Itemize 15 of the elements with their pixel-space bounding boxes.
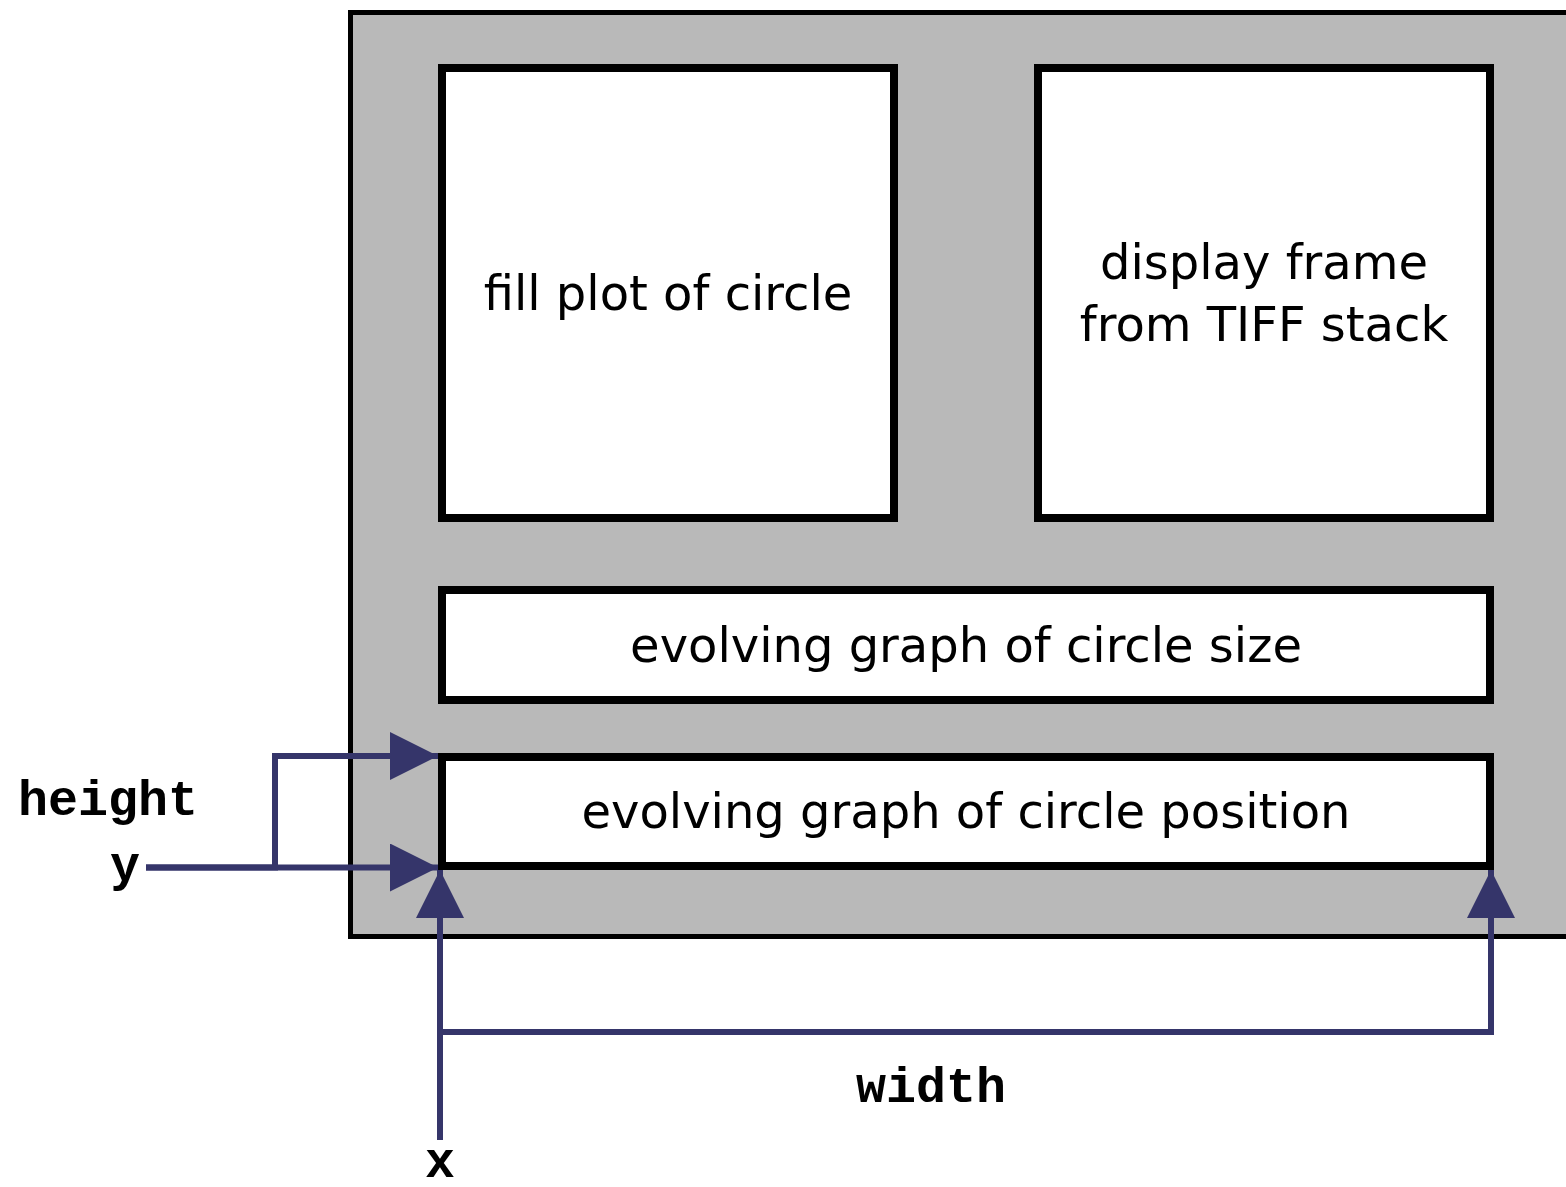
dimension-label: width — [856, 1060, 1007, 1117]
graph-box — [438, 753, 1494, 870]
panel-background — [348, 10, 1566, 939]
dimension-label: height — [18, 773, 199, 830]
graph-box — [438, 586, 1494, 704]
arrow — [146, 732, 438, 871]
box-label: evolving graph of circle size — [630, 615, 1302, 675]
box-label: fill plot of circle — [483, 263, 853, 323]
plot-box — [1034, 64, 1494, 522]
plot-box — [438, 64, 898, 522]
box-label: display frame from TIFF stack — [1078, 232, 1450, 354]
box-label: evolving graph of circle position — [581, 782, 1351, 842]
coordinate-label: x — [425, 1135, 455, 1187]
coordinate-label: y — [110, 839, 140, 896]
arrow — [437, 870, 1515, 1140]
